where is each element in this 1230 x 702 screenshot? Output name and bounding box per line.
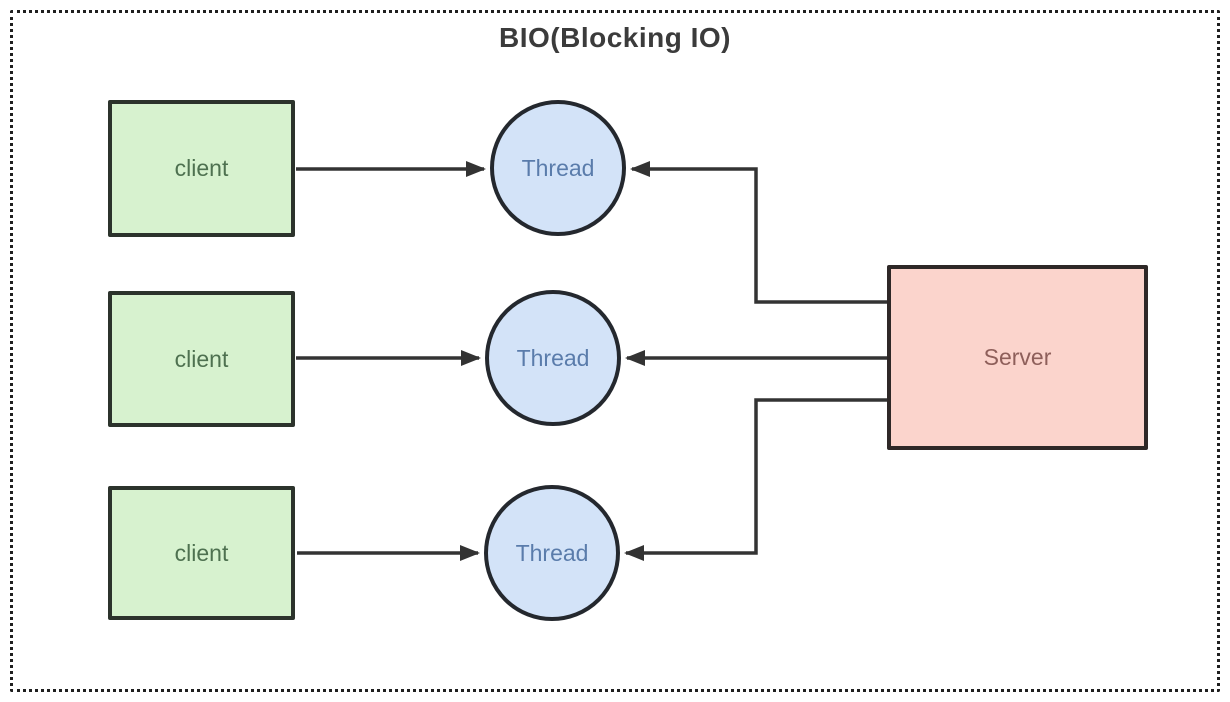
client-node-1: client	[108, 100, 295, 237]
client-node-2: client	[108, 291, 295, 427]
client-node-3: client	[108, 486, 295, 620]
thread-node-3-label: Thread	[515, 539, 589, 566]
thread-node-1-label: Thread	[521, 154, 595, 181]
thread-node-3: Thread	[484, 485, 620, 621]
thread-node-1: Thread	[490, 100, 626, 236]
server-node: Server	[887, 265, 1148, 450]
server-node-label: Server	[983, 344, 1052, 370]
diagram-title: BIO(Blocking IO)	[499, 22, 731, 53]
dotted-border-frame	[10, 10, 1220, 692]
thread-node-2-label: Thread	[516, 344, 590, 371]
client-node-1-label: client	[174, 155, 229, 181]
client-node-3-label: client	[174, 539, 229, 566]
thread-node-2: Thread	[485, 290, 621, 426]
client-node-2-label: client	[174, 345, 229, 372]
